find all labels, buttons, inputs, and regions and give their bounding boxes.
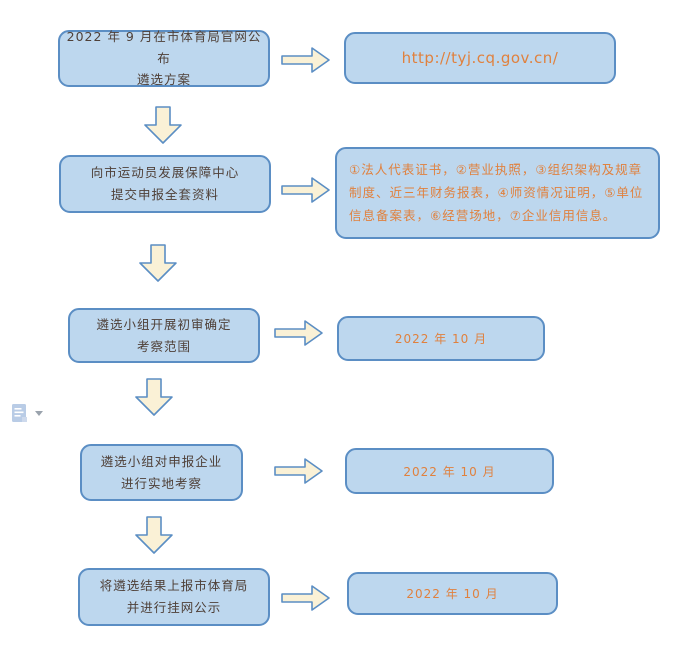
step-label-1: 2022 年 9 月在市体育局官网公布 遴选方案 <box>66 28 262 88</box>
detail-date-5: 2022 年 10 月 <box>406 587 499 601</box>
right-arrow-icon-4 <box>274 458 323 484</box>
paste-options-icon[interactable] <box>11 403 29 425</box>
step-box-1[interactable]: 2022 年 9 月在市体育局官网公布 遴选方案 <box>58 29 270 87</box>
step-label-5: 将遴选结果上报市体育局 并进行挂网公示 <box>99 578 249 615</box>
detail-box-1[interactable]: http://tyj.cq.gov.cn/ <box>344 32 616 84</box>
right-arrow-icon-1 <box>281 47 330 73</box>
step-label-4: 遴选小组对申报企业 进行实地考察 <box>100 453 223 491</box>
step-box-3[interactable]: 遴选小组开展初审确定 考察范围 <box>68 308 260 363</box>
step-box-4[interactable]: 遴选小组对申报企业 进行实地考察 <box>80 444 243 501</box>
step-label-2: 向市运动员发展保障中心 提交申报全套资料 <box>90 165 240 202</box>
right-arrow-icon-2 <box>281 177 330 203</box>
right-arrow-icon-5 <box>281 585 330 611</box>
detail-box-4[interactable]: 2022 年 10 月 <box>345 448 554 494</box>
dropdown-caret-icon[interactable] <box>35 411 43 416</box>
detail-url-link[interactable]: http://tyj.cq.gov.cn/ <box>401 49 559 67</box>
right-arrow-icon-3 <box>274 320 323 346</box>
step-box-5[interactable]: 将遴选结果上报市体育局 并进行挂网公示 <box>78 568 270 626</box>
step-label-3: 遴选小组开展初审确定 考察范围 <box>96 316 232 354</box>
detail-box-3[interactable]: 2022 年 10 月 <box>337 316 545 361</box>
down-arrow-icon-2 <box>139 244 177 282</box>
detail-date-3: 2022 年 10 月 <box>394 332 488 346</box>
detail-materials-list: ①法人代表证书，②营业执照，③组织架构及规章制度、近三年财务报表，④师资情况证明… <box>349 162 644 224</box>
detail-box-2[interactable]: ①法人代表证书，②营业执照，③组织架构及规章制度、近三年财务报表，④师资情况证明… <box>335 147 660 239</box>
down-arrow-icon-1 <box>144 106 182 144</box>
down-arrow-icon-3 <box>135 378 173 416</box>
detail-box-5[interactable]: 2022 年 10 月 <box>347 572 558 615</box>
detail-date-4: 2022 年 10 月 <box>403 464 496 479</box>
paste-options-widget[interactable] <box>11 403 45 427</box>
step-box-2[interactable]: 向市运动员发展保障中心 提交申报全套资料 <box>59 155 271 213</box>
down-arrow-icon-4 <box>135 516 173 554</box>
